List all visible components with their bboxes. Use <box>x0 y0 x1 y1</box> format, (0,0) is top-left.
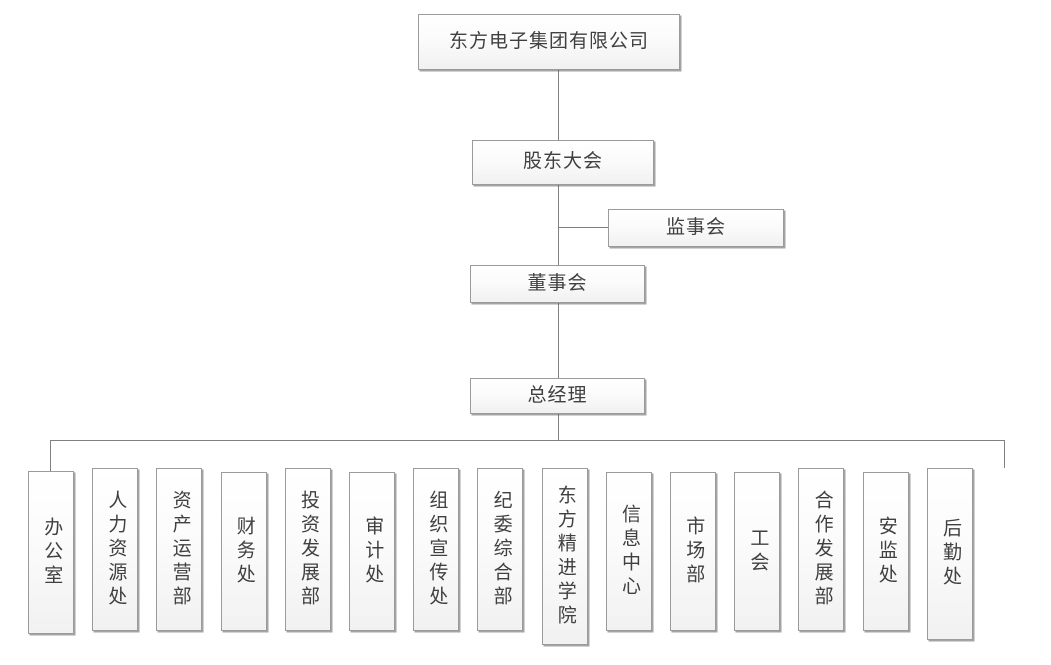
connector-gm-to-bus <box>558 414 559 440</box>
node-general-manager[interactable]: 总经理 <box>470 378 645 414</box>
department-box[interactable]: 人力资源处 <box>92 468 139 631</box>
department-box[interactable]: 信息中心 <box>605 472 652 631</box>
connector-bus-to-last-department <box>1004 440 1005 468</box>
department-box-label: 市场部 <box>683 515 705 588</box>
department-box-label: 合作发展部 <box>811 489 833 610</box>
connector-department-bus <box>50 440 1004 441</box>
department-box[interactable]: 审计处 <box>349 472 395 631</box>
department-box[interactable]: 办公室 <box>28 471 74 634</box>
department-box-label: 审计处 <box>362 515 384 588</box>
node-company-label: 东方电子集团有限公司 <box>448 30 649 52</box>
connector-company-to-shareholders <box>558 70 559 140</box>
department-box[interactable]: 安监处 <box>862 472 909 631</box>
node-board-of-supervisors[interactable]: 监事会 <box>608 209 784 247</box>
department-box-label: 工会 <box>747 527 769 576</box>
department-box-label: 资产运营部 <box>169 489 191 610</box>
department-box-label: 人力资源处 <box>105 489 127 610</box>
department-box-label: 投资发展部 <box>298 489 319 610</box>
node-company[interactable]: 东方电子集团有限公司 <box>418 14 680 70</box>
department-box[interactable]: 市场部 <box>670 472 716 631</box>
department-box-label: 纪委综合部 <box>490 489 512 610</box>
department-box-label: 东方精进学院 <box>554 484 576 629</box>
department-box[interactable]: 东方精进学院 <box>541 468 588 645</box>
department-box[interactable]: 组织宣传处 <box>413 468 460 631</box>
connector-bus-to-first-department <box>50 440 51 471</box>
department-box-label: 办公室 <box>41 516 63 589</box>
department-box-label: 组织宣传处 <box>426 489 448 610</box>
connector-shareholders-to-directors <box>558 185 559 265</box>
department-box[interactable]: 后勤处 <box>926 468 973 640</box>
department-box[interactable]: 工会 <box>734 472 781 631</box>
department-box-label: 后勤处 <box>940 518 961 590</box>
department-box[interactable]: 纪委综合部 <box>477 468 524 631</box>
department-box-label: 财务处 <box>233 515 255 588</box>
department-box[interactable]: 合作发展部 <box>798 468 845 631</box>
department-box[interactable]: 资产运营部 <box>156 468 203 631</box>
node-board-of-supervisors-label: 监事会 <box>665 216 726 238</box>
connector-directors-to-gm <box>558 303 559 378</box>
department-box[interactable]: 投资发展部 <box>284 468 331 631</box>
node-board-of-directors-label: 董事会 <box>527 272 588 294</box>
connector-spine-to-supervisors <box>558 227 608 228</box>
node-board-of-directors[interactable]: 董事会 <box>470 265 645 303</box>
node-general-manager-label: 总经理 <box>527 384 588 406</box>
department-box[interactable]: 财务处 <box>220 472 267 631</box>
node-shareholders-meeting-label: 股东大会 <box>522 151 603 173</box>
node-shareholders-meeting[interactable]: 股东大会 <box>472 140 654 185</box>
department-box-label: 安监处 <box>875 515 897 588</box>
department-box-label: 信息中心 <box>619 503 640 600</box>
